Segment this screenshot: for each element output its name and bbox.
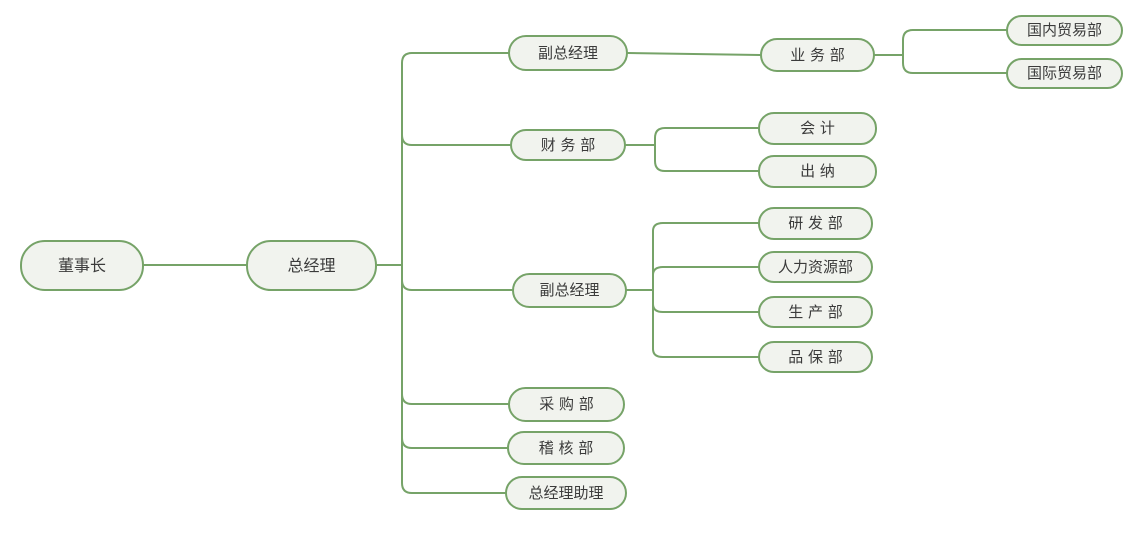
node-audit-dept[interactable]: 稽 核 部 bbox=[507, 431, 625, 465]
edge-rd bbox=[652, 222, 759, 232]
edge-trunk bbox=[401, 52, 509, 494]
node-general-manager[interactable]: 总经理 bbox=[246, 240, 377, 291]
node-qa-dept[interactable]: 品 保 部 bbox=[758, 341, 873, 373]
node-gm-assistant[interactable]: 总经理助理 bbox=[505, 476, 627, 510]
edge-finance-children bbox=[654, 127, 759, 172]
edge-branch-finance bbox=[401, 134, 511, 146]
node-deputy-gm-2[interactable]: 副总经理 bbox=[512, 273, 627, 308]
edge-deputy-gm-1-business bbox=[627, 52, 761, 56]
edge-branch-purchasing bbox=[401, 393, 509, 405]
node-business-dept[interactable]: 业 务 部 bbox=[760, 38, 875, 72]
edge-branch-audit bbox=[401, 437, 508, 449]
edge-qa bbox=[652, 348, 759, 358]
node-domestic-trade-dept[interactable]: 国内贸易部 bbox=[1006, 15, 1123, 46]
node-chairman[interactable]: 董事长 bbox=[20, 240, 144, 291]
node-rd-dept[interactable]: 研 发 部 bbox=[758, 207, 873, 240]
node-production-dept[interactable]: 生 产 部 bbox=[758, 296, 873, 328]
node-accounting[interactable]: 会 计 bbox=[758, 112, 877, 145]
node-finance-dept[interactable]: 财 务 部 bbox=[510, 129, 626, 161]
edge-hr bbox=[652, 266, 759, 276]
edge-branch-deputy-gm-2 bbox=[401, 279, 513, 291]
edge-business-children bbox=[902, 29, 1007, 74]
node-purchasing-dept[interactable]: 采 购 部 bbox=[508, 387, 625, 422]
node-deputy-gm-1[interactable]: 副总经理 bbox=[508, 35, 628, 71]
node-cashier[interactable]: 出 纳 bbox=[758, 155, 877, 188]
node-international-trade-dept[interactable]: 国际贸易部 bbox=[1006, 58, 1123, 89]
node-hr-dept[interactable]: 人力资源部 bbox=[758, 251, 873, 283]
edge-production bbox=[652, 303, 759, 313]
